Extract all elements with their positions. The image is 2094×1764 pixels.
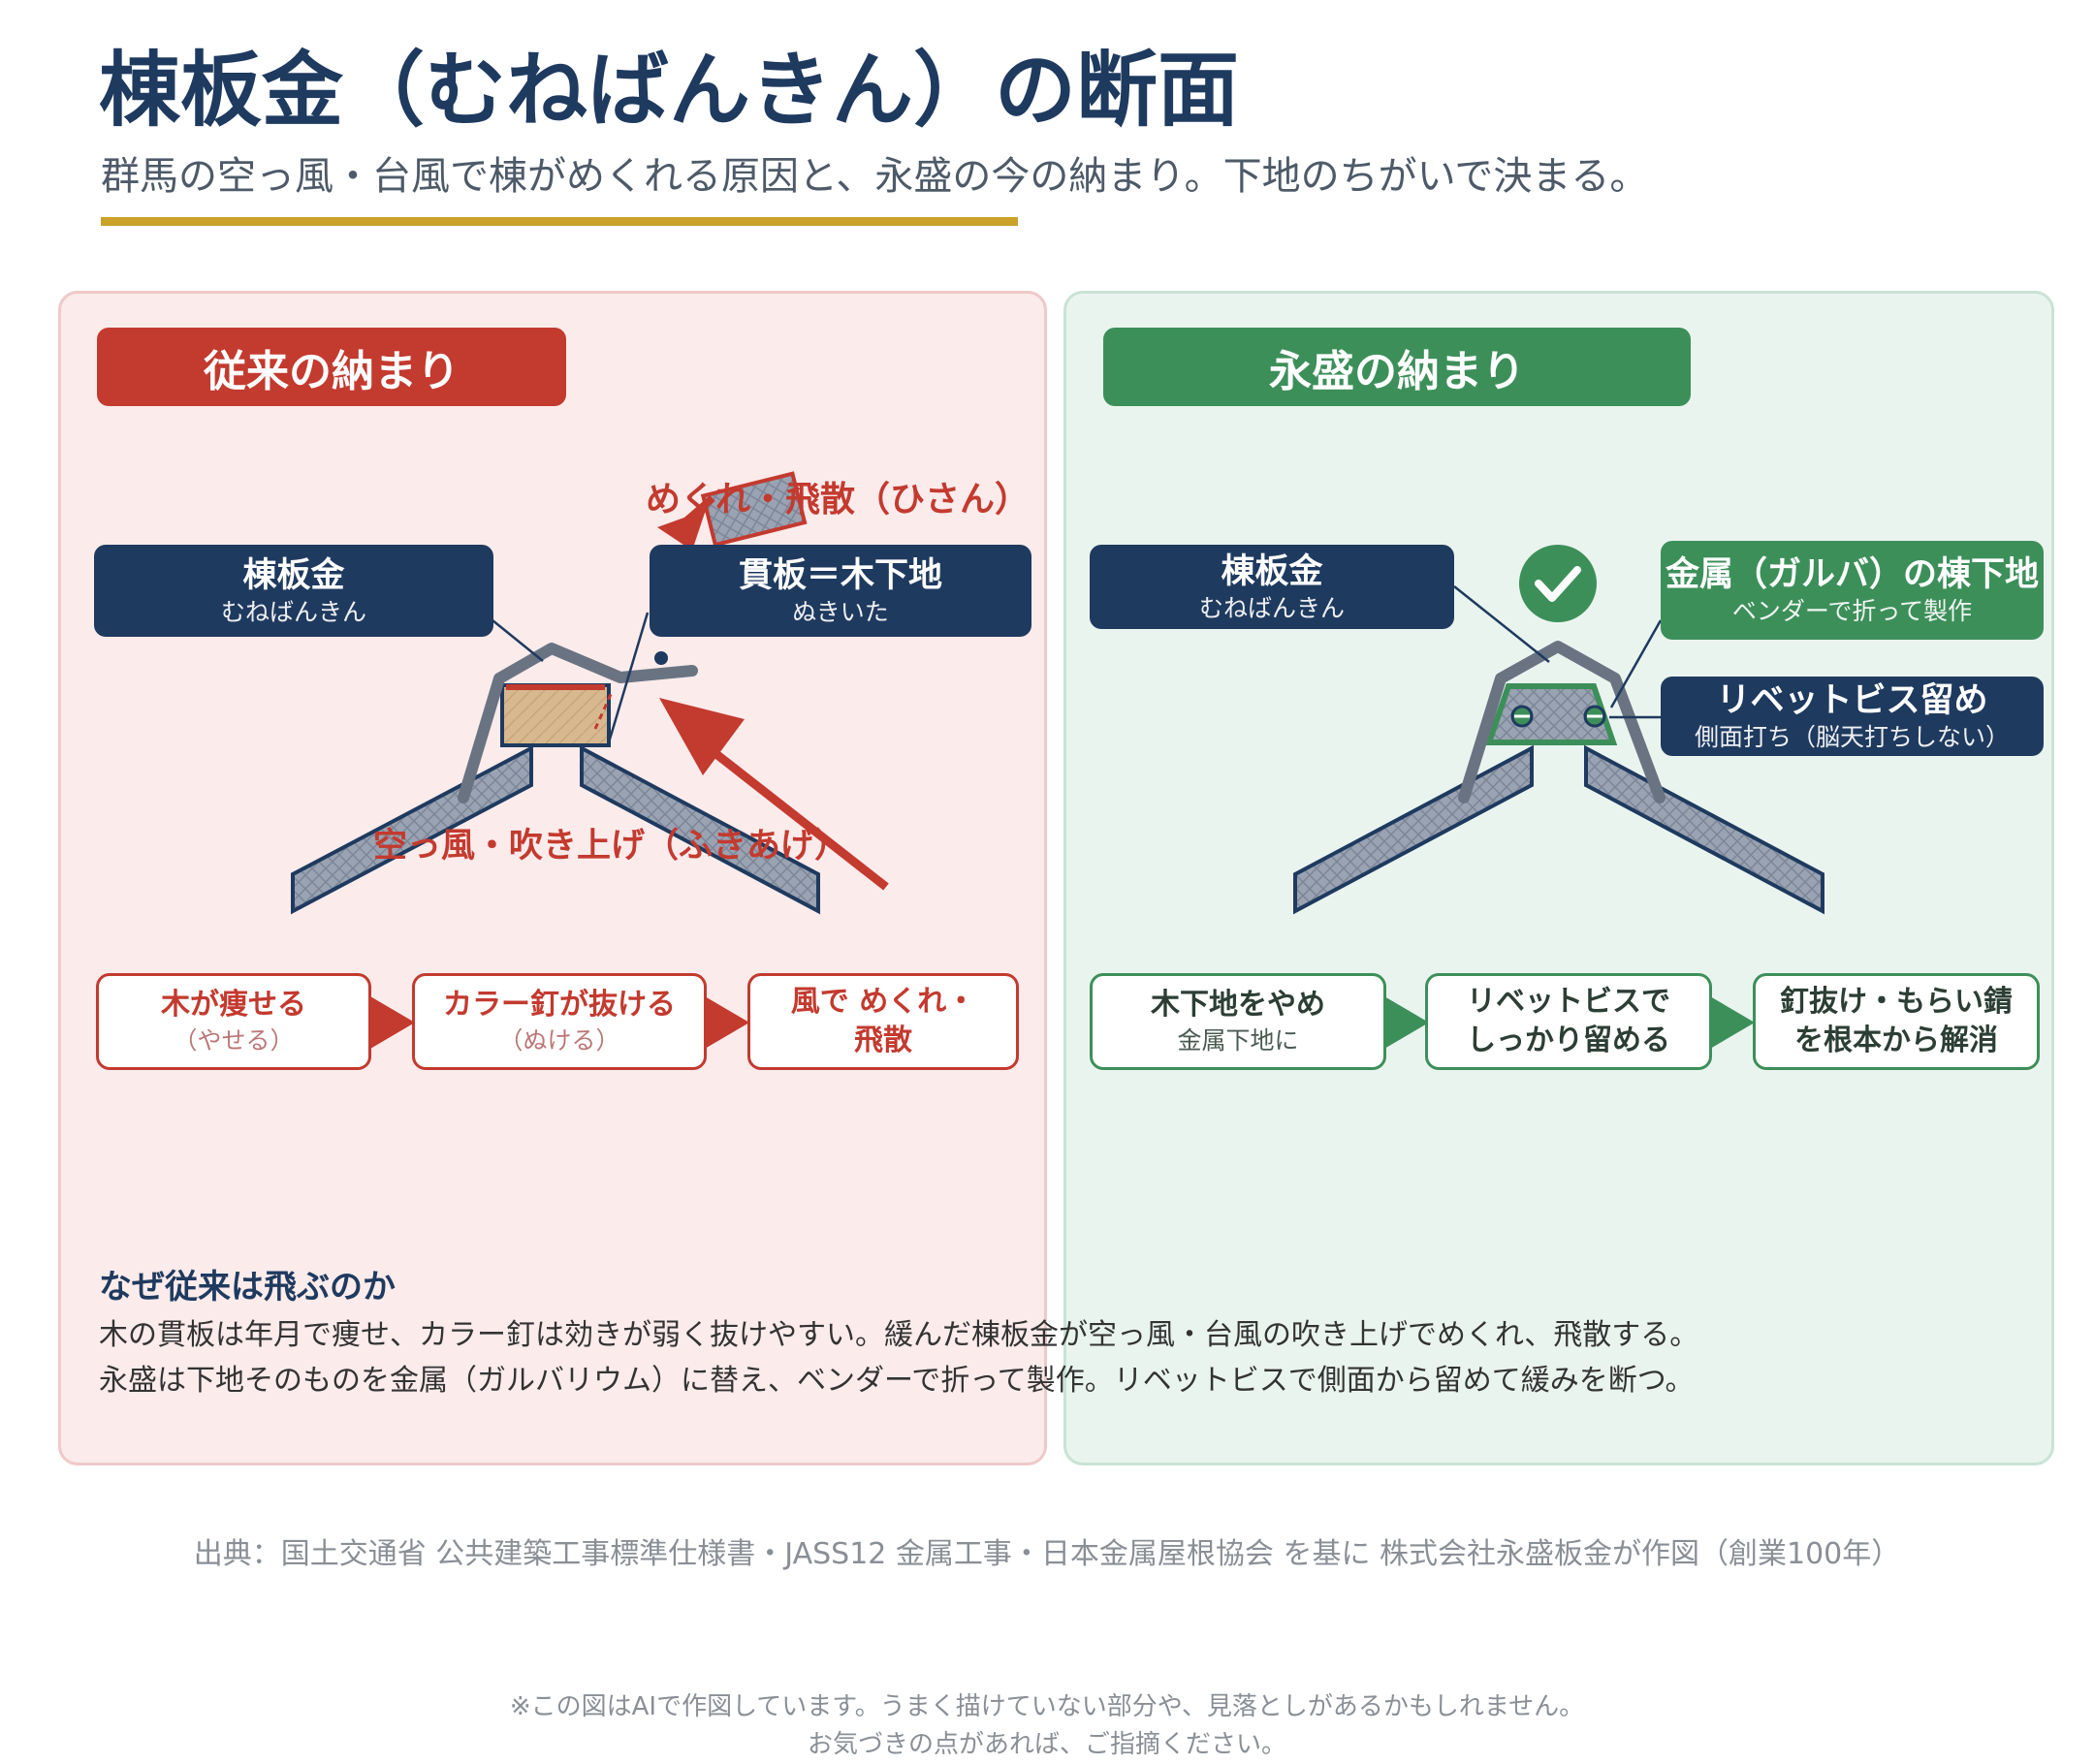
panel-conventional	[58, 291, 1047, 1465]
left-step-3: 風で めくれ・ 飛散	[747, 973, 1019, 1070]
left-nuki-board	[500, 683, 611, 747]
right-label-ridge-metal: 棟板金 むねばんきん	[1090, 545, 1454, 629]
right-label-rivet-sub: 側面打ち（脳天打ちしない）	[1694, 723, 2010, 751]
panel-eisei	[1063, 291, 2054, 1465]
right-step-2-main: リベットビスで	[1467, 985, 1670, 1019]
right-step-2: リベットビスで しっかり留める	[1425, 973, 1712, 1070]
left-ridge-metal	[458, 643, 698, 803]
left-label-nuki-sub: ぬきいた	[792, 597, 889, 626]
right-label-metal-base: 金属（ガルバ）の棟下地 ベンダーで折って製作	[1661, 541, 2044, 640]
left-label-wind: 空っ風・吹き上げ（ふきあげ）	[373, 827, 849, 866]
right-label-metal-main: 金属（ガルバ）の棟下地	[1665, 555, 2039, 594]
right-roof-slope-left	[1293, 744, 1534, 915]
left-wind-arrow	[710, 747, 889, 891]
why-line-1: 木の貫板は年月で痩せ、カラー釘は効きが弱く抜けやすい。緩んだ棟板金が空っ風・台風…	[99, 1318, 1699, 1352]
left-label-nuki-board: 貫板＝木下地 ぬきいた	[650, 545, 1031, 637]
left-flyoff-arrow-head	[657, 510, 706, 551]
left-label-ridge-metal: 棟板金 むねばんきん	[94, 545, 493, 637]
why-line-2: 永盛は下地そのものを金属（ガルバリウム）に替え、ベンダーで折って製作。リベットビ…	[99, 1364, 1695, 1398]
left-label-flyoff: めくれ・飛散（ひさん）	[646, 480, 1031, 520]
header-eisei: 永盛の納まり	[1103, 328, 1691, 406]
right-label-rivet-main: リベットビス留め	[1716, 681, 1988, 720]
left-step-2-main: カラー釘が抜ける	[443, 988, 676, 1022]
right-step-arrow-1	[1384, 996, 1429, 1049]
right-label-rivet: リベットビス留め 側面打ち（脳天打ちしない）	[1661, 677, 2044, 756]
left-flying-fragment	[700, 471, 808, 548]
left-label-ridge-main: 棟板金	[242, 555, 345, 595]
right-step-arrow-2	[1710, 996, 1755, 1049]
right-label-metal-sub: ベンダーで折って製作	[1731, 597, 1973, 625]
left-step-arrow-2	[705, 996, 749, 1049]
right-label-ridge-sub: むねばんきん	[1198, 593, 1345, 622]
check-circle-icon	[1519, 545, 1597, 622]
left-step-arrow-1	[370, 996, 415, 1049]
left-step-1: 木が痩せる （やせる）	[96, 973, 371, 1070]
ai-note-line-2: お気づきの点があれば、ご指摘ください。	[807, 1730, 1286, 1759]
right-label-ridge-main: 棟板金	[1221, 551, 1323, 591]
right-step-1: 木下地をやめ 金属下地に	[1090, 973, 1386, 1070]
right-metal-base	[1484, 683, 1618, 745]
right-step-3-sub: を根本から解消	[1794, 1024, 1998, 1057]
page-title: 棟板金（むねばんきん）の断面	[99, 43, 1240, 138]
right-step-1-sub: 金属下地に	[1177, 1026, 1299, 1055]
left-step-3-sub: 飛散	[854, 1024, 912, 1057]
left-nail-head	[654, 651, 668, 665]
page-subtitle: 群馬の空っ風・台風で棟がめくれる原因と、永盛の今の納まり。下地のちがいで決まる。	[101, 154, 1649, 199]
left-step-1-sub: （やせる）	[173, 1026, 295, 1055]
left-step-2: カラー釘が抜ける （ぬける）	[412, 973, 707, 1070]
left-step-2-sub: （ぬける）	[498, 1026, 620, 1055]
right-step-1-main: 木下地をやめ	[1151, 988, 1325, 1022]
ai-note-line-1: ※この図はAIで作図しています。うまく描けていない部分や、見落としがあるかもしれ…	[509, 1692, 1585, 1721]
header-conventional: 従来の納まり	[97, 328, 566, 406]
right-step-3: 釘抜け・もらい錆 を根本から解消	[1753, 973, 2040, 1070]
left-wind-arrow-head	[659, 698, 745, 775]
left-step-3-main: 風で めくれ・	[790, 985, 976, 1019]
right-step-2-sub: しっかり留める	[1467, 1024, 1670, 1057]
right-roof-slope-right	[1584, 744, 1824, 915]
source-credit: 出典：国土交通省 公共建築工事標準仕様書・JASS12 金属工事・日本金属屋根協…	[193, 1537, 1901, 1571]
left-roof-slope-right	[580, 744, 820, 915]
left-label-ridge-sub: むねばんきん	[220, 597, 366, 626]
why-title: なぜ従来は飛ぶのか	[99, 1268, 396, 1307]
right-step-3-main: 釘抜け・もらい錆	[1780, 985, 2013, 1019]
title-underline	[101, 217, 1018, 226]
left-step-1-main: 木が痩せる	[161, 988, 306, 1022]
left-label-nuki-main: 貫板＝木下地	[738, 555, 942, 595]
